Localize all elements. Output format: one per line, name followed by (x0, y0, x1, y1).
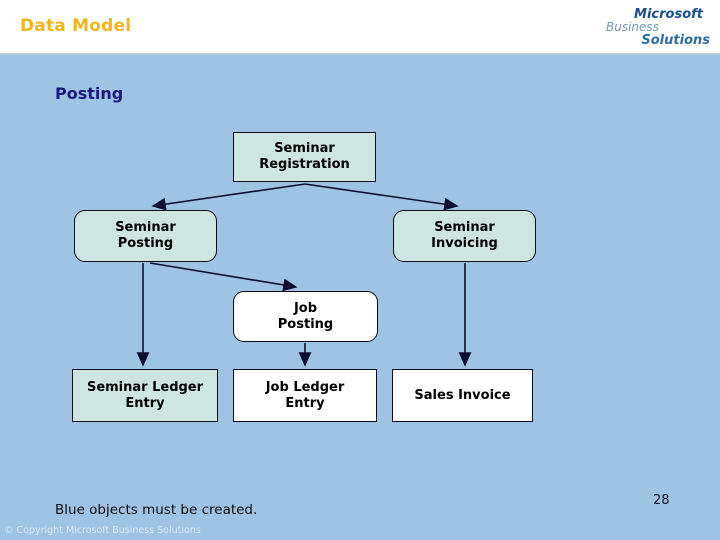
section-heading: Posting (55, 84, 124, 103)
page-title: Data Model (20, 16, 132, 36)
logo-text-solutions: Solutions (641, 33, 710, 48)
node-sales-invoice: Sales Invoice (392, 369, 533, 422)
node-label: Job Ledger Entry (265, 379, 345, 411)
node-label: Seminar Invoicing (431, 220, 498, 251)
node-job-ledger-entry: Job Ledger Entry (233, 369, 377, 422)
footnote: Blue objects must be created. (55, 502, 258, 518)
node-label: Sales Invoice (414, 387, 511, 403)
node-label: Seminar Registration (259, 141, 350, 172)
logo-text-business: Business (606, 20, 659, 34)
node-label: Seminar Posting (115, 220, 176, 251)
node-label: Seminar Ledger Entry (86, 379, 204, 411)
node-seminar-ledger-entry: Seminar Ledger Entry (72, 369, 218, 422)
node-seminar-posting: Seminar Posting (74, 210, 217, 262)
node-job-posting: Job Posting (233, 291, 378, 342)
microsoft-business-solutions-logo: Microsoft Business Solutions (606, 8, 710, 47)
copyright: © Copyright Microsoft Business Solutions (4, 525, 201, 536)
page-number: 28 (653, 493, 670, 508)
slide-header: Data Model Microsoft Business Solutions (0, 0, 720, 53)
logo-text-microsoft: Microsoft (634, 7, 703, 22)
node-seminar-registration: Seminar Registration (233, 132, 376, 182)
node-label: Job Posting (277, 300, 334, 332)
node-seminar-invoicing: Seminar Invoicing (393, 210, 536, 262)
